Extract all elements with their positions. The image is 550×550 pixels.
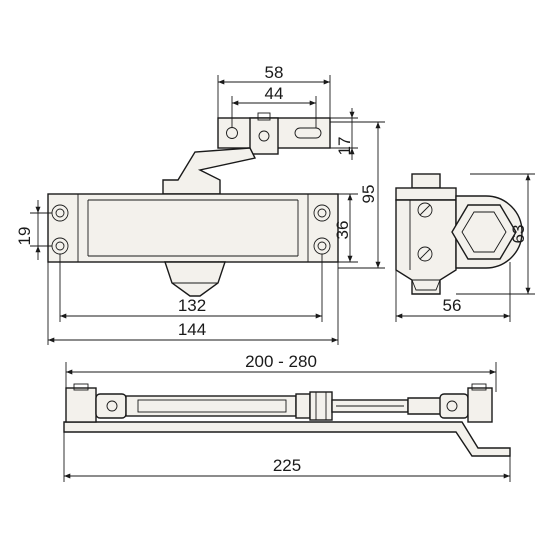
dim-144-label: 144 [178,320,206,339]
dimension-63: 63 [456,173,535,295]
dim-17-label: 17 [335,137,354,156]
side-top-cap [411,173,441,189]
arm-base-plate [63,421,511,457]
arm-left-hinge [65,387,97,423]
dimension-58: 58 [217,63,331,118]
dim-36-label: 36 [333,221,352,240]
side-screw-bottom [417,246,433,262]
dimension-56: 56 [395,262,511,322]
side-screw-top [417,202,433,218]
bracket-slot [294,127,322,139]
arm-adjust-nut-b [309,391,333,421]
dim-225-label: 225 [273,456,301,475]
dimension-19: 19 [15,200,52,260]
arm-main-rod [125,395,297,417]
dim-44-label: 44 [265,84,284,103]
dimension-95: 95 [330,121,385,269]
closer-body [47,193,339,263]
arm-left-knuckle [95,393,127,419]
dimension-132: 132 [59,254,323,322]
side-view [395,173,523,295]
arm-right-knuckle [439,393,469,419]
dimension-36: 36 [333,193,358,263]
dimension-225: 225 [63,432,511,482]
dimension-44: 44 [231,84,317,128]
arm-adjust-nut-a [295,393,311,419]
arm-view [63,383,511,457]
dim-95-label: 95 [359,185,378,204]
dimension-144: 144 [47,262,339,345]
dim-63-label: 63 [509,225,528,244]
front-view [47,112,339,297]
arm-linkage [162,147,257,195]
bracket-pivot-cap [257,112,271,121]
dimension-200-280: 200 - 280 [65,352,497,392]
dim-132-label: 132 [178,296,206,315]
dim-58-label: 58 [265,63,284,82]
bracket-pivot-block [249,117,279,155]
dim-200-280-label: 200 - 280 [245,352,317,371]
dimension-17: 17 [330,108,358,160]
arm-right-hinge [467,387,493,423]
pinion-cap [164,261,226,297]
bracket-pivot-screw [258,130,270,142]
dim-19-label: 19 [15,227,34,246]
dim-56-label: 56 [443,296,462,315]
side-hexagon-nut [451,204,517,260]
body-screw-top-right [313,204,331,222]
